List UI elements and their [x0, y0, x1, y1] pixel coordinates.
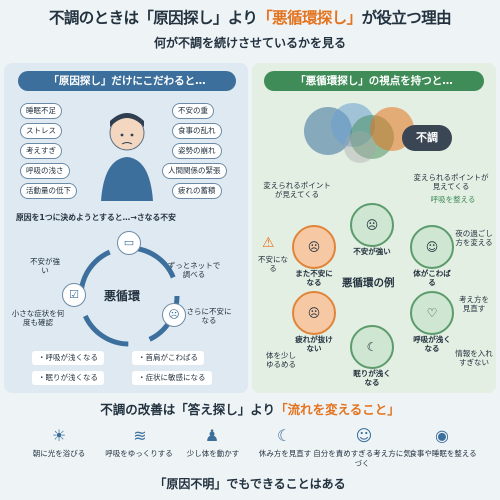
- cycle-node: さらに不安になる: [186, 307, 232, 325]
- sun-icon: ☀: [51, 426, 67, 445]
- cycle-node: 呼吸が浅くなる: [413, 335, 451, 353]
- symptom-bullet: ・呼吸が浅くなる: [32, 351, 104, 365]
- anxious-face-icon: ☹: [350, 203, 394, 247]
- tip-label: 自分を責めすぎる考え方に気づく: [313, 449, 411, 468]
- laptop-icon: ▭: [117, 231, 141, 255]
- lungs-icon: ♡: [410, 291, 454, 335]
- symptom-bullet: ・眠りが浅くなる: [32, 371, 104, 385]
- action-label: 夜の過ごし方を変える: [455, 229, 493, 247]
- cycle-node: 疲れが抜けない: [295, 335, 333, 353]
- status-badge: 不調: [402, 125, 452, 151]
- right-panel-header: 「悪循環探し」の視点を持つと…: [264, 71, 484, 91]
- cause-tag: 不安の重: [172, 103, 214, 119]
- bed-icon: ☾: [350, 325, 394, 369]
- action-label: 考え方を見直す: [459, 295, 489, 313]
- checklist-icon: ☑: [62, 283, 86, 307]
- tip-label: 休み方を見直す: [258, 449, 312, 458]
- action-label: 体を少しゆるめる: [266, 351, 296, 369]
- cause-tag: 食事の乱れ: [172, 123, 222, 139]
- cause-tag: 活動量の低下: [20, 183, 77, 199]
- tip-label: 少し体を動かす: [186, 449, 240, 458]
- cause-tag: 睡眠不足: [20, 103, 62, 119]
- worried-person-illustration: [101, 113, 153, 201]
- stiff-body-icon: ☺: [410, 225, 454, 269]
- cause-tag: 姿勢の崩れ: [172, 143, 222, 159]
- points-note: 変えられるポイントが見えてくる: [263, 181, 331, 199]
- tip-label: 呼吸をゆっくりする: [105, 449, 173, 458]
- bed-icon: ☾: [276, 426, 292, 445]
- worried-face-icon: ☹: [292, 225, 336, 269]
- left-panel: 「原因探し」だけにこだわると… 睡眠不足 ストレス 考えすぎ 呼吸の浅さ 活動量…: [4, 63, 248, 393]
- action-label: 呼吸を整える: [430, 195, 476, 204]
- cause-tag: 人間関係の緊張: [162, 163, 227, 179]
- action-label: 不安になる: [258, 255, 288, 273]
- page-title: 不調のときは「原因探し」より「悪循環探し」が役立つ理由: [48, 9, 452, 27]
- symptom-bullet: ・首肩がこわばる: [132, 351, 204, 365]
- cause-tag: 呼吸の浅さ: [20, 163, 70, 179]
- cycle-node: ずっとネットで調べる: [167, 261, 221, 279]
- right-cycle-label: 悪循環の例: [342, 277, 395, 289]
- tired-face-icon: ☹: [292, 291, 336, 335]
- cycle-node: 眠りが浅くなる: [353, 369, 391, 387]
- points-note: 変えられるポイントが見えてくる: [413, 173, 489, 191]
- meal-icon: ◉: [435, 426, 449, 445]
- closing-message: 「原因不明」でもできることはある: [154, 477, 346, 491]
- cause-tag: 疲れの蓄積: [172, 183, 222, 199]
- page-subtitle: 何が不調を続けさせているかを見る: [153, 36, 346, 50]
- bottom-title: 不調の改善は「答え探し」より「流れを変えること」: [100, 402, 400, 417]
- breath-icon: ≋: [133, 426, 147, 445]
- left-cycle-ring: [78, 245, 180, 347]
- cause-tag: 考えすぎ: [20, 143, 62, 159]
- cycle-node: 体がこわばる: [413, 269, 451, 287]
- cycle-node: 不安が強い: [30, 257, 60, 275]
- cycle-node: また不安になる: [295, 269, 333, 287]
- cycle-node: 小さな症状を何度も確認: [11, 309, 65, 327]
- right-panel: 「悪循環探し」の視点を持つと… 不調 変えられるポイントが見えてくる 変えられる…: [252, 63, 496, 393]
- left-cycle-label: 悪循環: [104, 289, 141, 303]
- cycle-node: 不安が強い: [353, 247, 391, 256]
- left-panel-header: 「原因探し」だけにこだわると…: [18, 71, 236, 91]
- mind-icon: ☺: [355, 426, 373, 445]
- walking-icon: ♟: [204, 426, 220, 445]
- cause-tag: ストレス: [20, 123, 62, 139]
- action-label: 情報を入れすぎない: [455, 349, 493, 367]
- left-caption: 原因を1つに決めようとすると…→さなる不安: [16, 213, 176, 222]
- warning-icon: ⚠: [262, 235, 275, 251]
- tip-label: 食事や睡眠を整える: [409, 449, 477, 458]
- anxious-face-icon: ☹: [162, 303, 186, 327]
- tip-label: 朝に光を浴びる: [32, 449, 86, 458]
- symptom-bullet: ・症状に敏感になる: [132, 371, 212, 385]
